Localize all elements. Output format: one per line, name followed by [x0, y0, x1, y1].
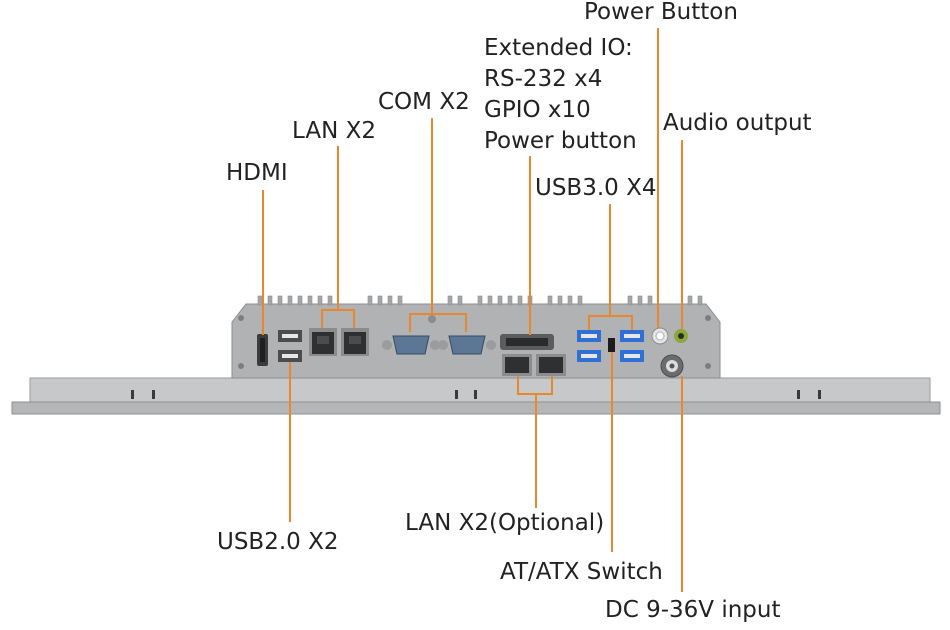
bezel-top	[29, 377, 931, 405]
usb3-ports	[577, 330, 644, 362]
audio-jack	[674, 329, 688, 343]
label-lan: LAN X2	[292, 118, 376, 144]
bezel-slot	[474, 390, 477, 399]
chassis-screw	[238, 315, 244, 321]
leader-com-bracket	[409, 313, 467, 332]
heatsink-fins	[257, 295, 703, 306]
bezel-slot	[818, 390, 821, 399]
label-extended-io-gpio: GPIO x10	[484, 97, 591, 123]
chassis-screw	[705, 315, 711, 321]
usb2-ports	[278, 330, 302, 362]
dc-input-connector	[660, 354, 684, 378]
front-panel-bezel	[11, 377, 941, 415]
label-audio-output: Audio output	[663, 110, 812, 136]
chassis-screw	[238, 363, 244, 369]
label-extended-io-power: Power button	[484, 128, 637, 154]
label-hdmi: HDMI	[226, 160, 288, 186]
bezel-slot	[797, 390, 800, 399]
label-usb3: USB3.0 X4	[535, 175, 657, 201]
label-extended-io-title: Extended IO:	[484, 35, 633, 61]
extended-io-connector	[500, 334, 554, 350]
chassis-screw	[705, 363, 711, 369]
power-button	[651, 327, 669, 345]
leader-usb3-bracket	[588, 315, 633, 330]
optional-lan-ports	[502, 354, 566, 376]
lan-ports	[309, 328, 369, 356]
bezel-slot	[152, 390, 155, 399]
bezel-slot	[131, 390, 134, 399]
label-at-atx-switch: AT/ATX Switch	[500, 559, 663, 585]
hdmi-port	[257, 334, 268, 366]
bezel-lip	[11, 401, 941, 415]
leader-lan-bracket	[321, 309, 355, 328]
com-ports	[382, 315, 496, 355]
label-usb2: USB2.0 X2	[217, 529, 339, 555]
at-atx-switch	[608, 338, 615, 352]
label-com: COM X2	[378, 89, 470, 115]
bezel-slot	[455, 390, 458, 399]
leader-lines	[262, 28, 683, 592]
label-lan-optional: LAN X2(Optional)	[405, 510, 605, 536]
label-extended-io-rs232: RS-232 x4	[484, 66, 603, 92]
label-power-button: Power Button	[584, 0, 738, 25]
label-dc-input: DC 9-36V input	[605, 597, 781, 623]
